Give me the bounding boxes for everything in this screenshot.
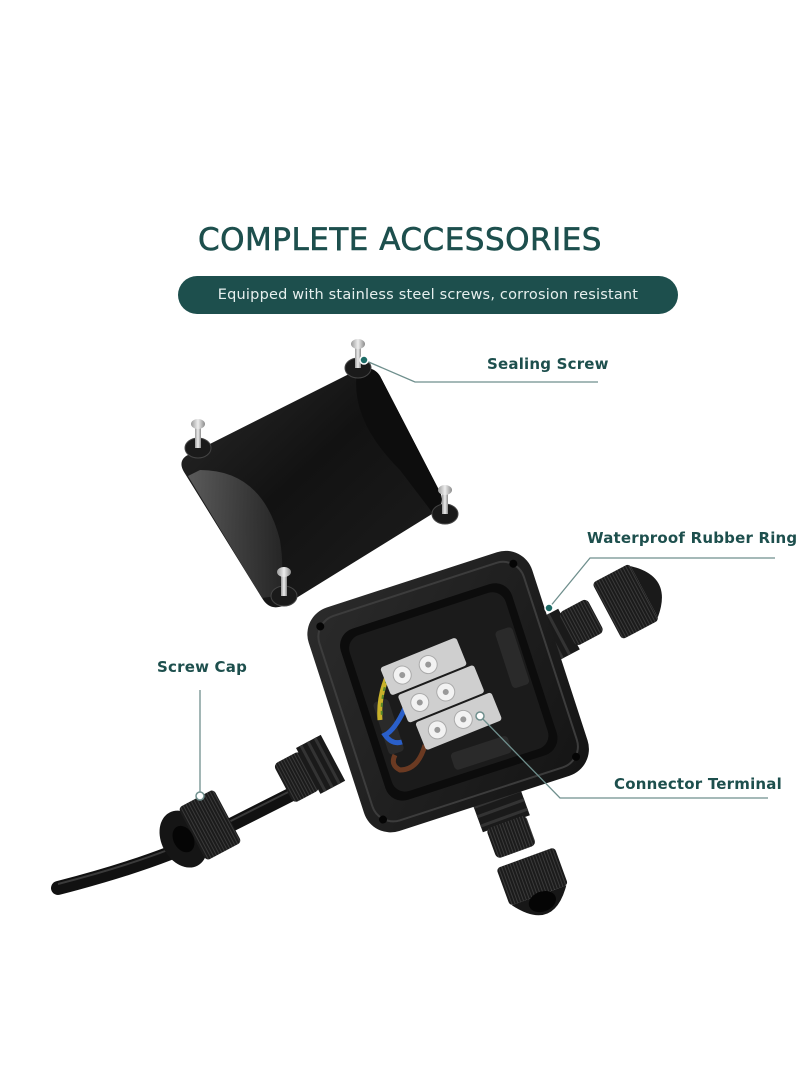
subtitle-text: Equipped with stainless steel screws, co…	[217, 287, 639, 303]
gland-left	[274, 734, 346, 802]
callout-connector-terminal: Connector Terminal	[614, 775, 782, 793]
screw-cap-right	[593, 564, 662, 639]
lid	[181, 368, 442, 608]
leader-sealing-screw	[363, 359, 598, 383]
screw-cap-bottom	[497, 848, 568, 916]
callout-screw-cap: Screw Cap	[157, 658, 248, 676]
callout-sealing-screw: Sealing Screw	[487, 355, 609, 373]
leader-lines	[199, 359, 775, 799]
page-title: COMPLETE ACCESSORIES	[198, 222, 602, 259]
screw-right	[431, 485, 459, 525]
subtitle-banner: Equipped with stainless steel screws, co…	[178, 276, 678, 314]
leader-dots	[195, 355, 554, 801]
leader-connector-terminal	[479, 715, 768, 799]
screw-cap-left	[159, 790, 241, 868]
callout-waterproof-rubber-ring: Waterproof Rubber Ring	[587, 529, 798, 547]
connector-terminal-block	[380, 638, 502, 750]
screw-bottom	[270, 567, 298, 607]
screw-left	[184, 419, 212, 459]
leader-waterproof-ring	[548, 557, 775, 609]
